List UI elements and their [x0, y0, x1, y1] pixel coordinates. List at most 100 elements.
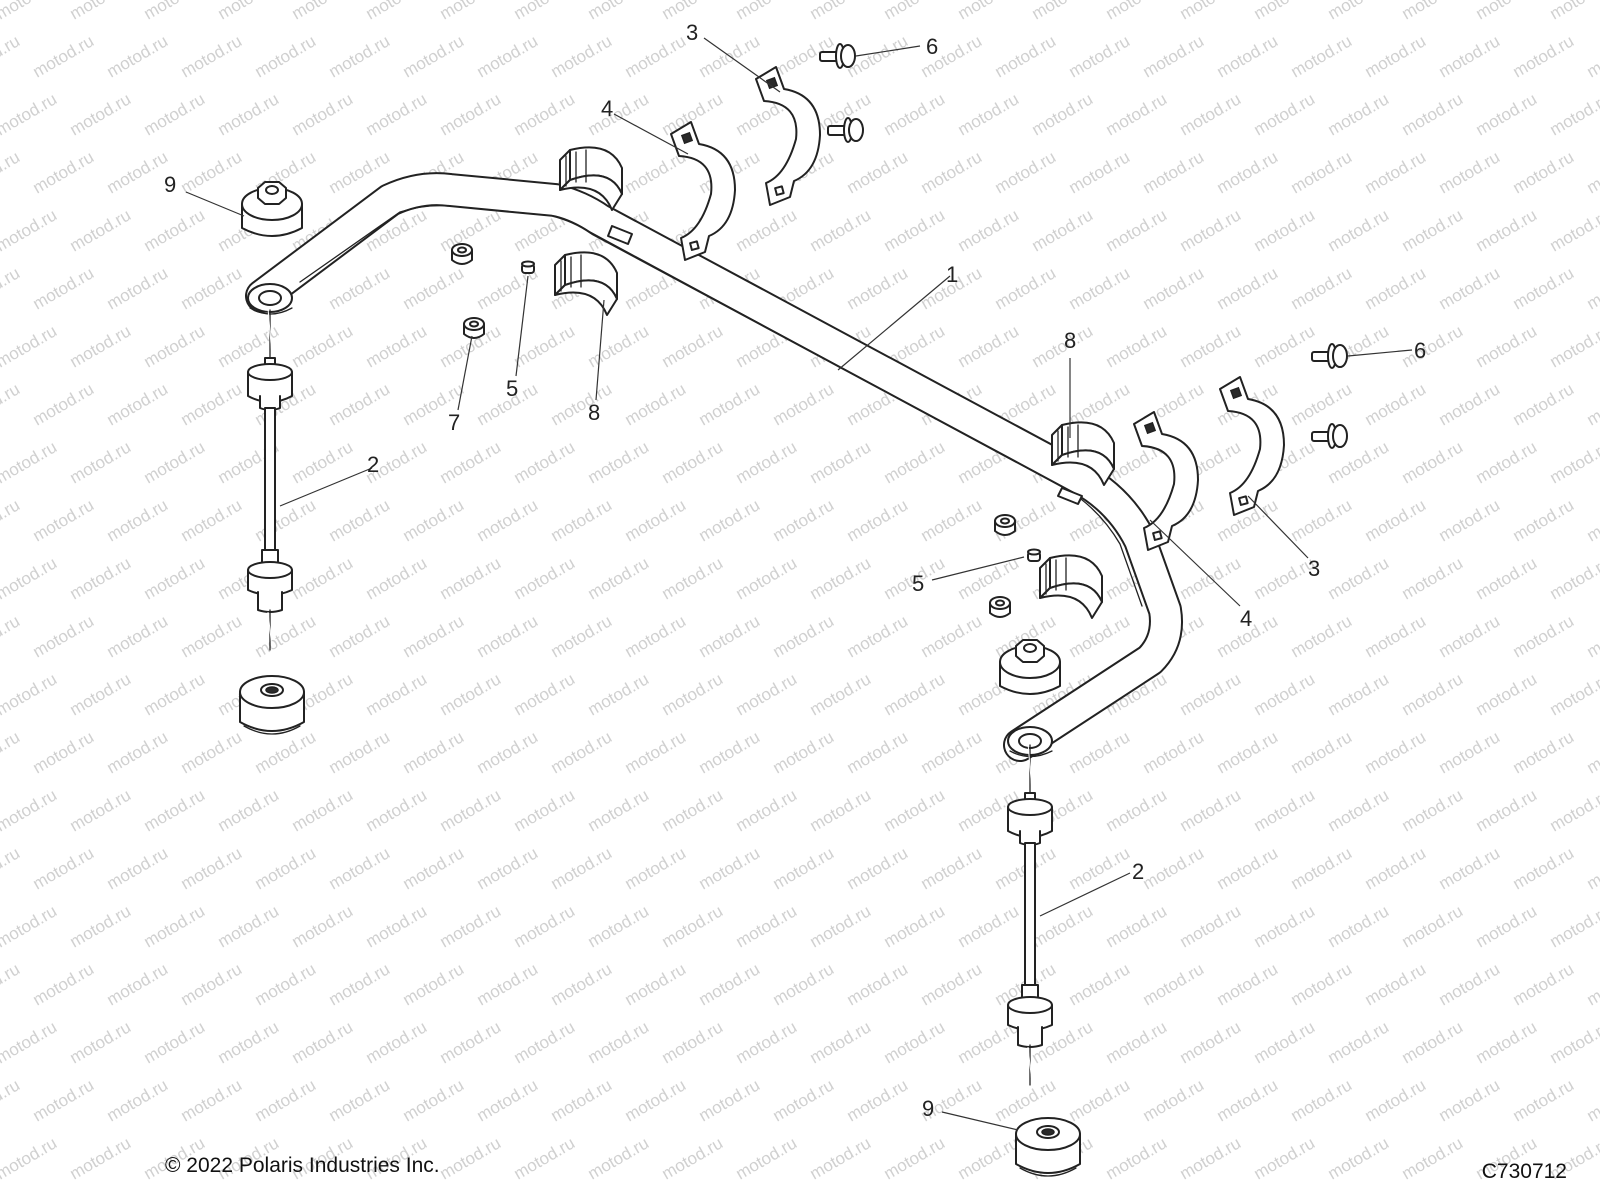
watermark-text: motod.ru [1103, 89, 1171, 139]
watermark-text: motod.ru [252, 727, 320, 777]
watermark-text: motod.ru [289, 437, 357, 487]
watermark-text: motod.ru [252, 843, 320, 893]
watermark-text: motod.ru [1362, 495, 1430, 545]
watermark-text: motod.ru [1510, 959, 1578, 1009]
watermark-text: motod.ru [770, 1075, 838, 1125]
watermark-text: motod.ru [104, 31, 172, 81]
watermark-text: motod.ru [1177, 0, 1245, 23]
watermark-text: motod.ru [622, 843, 690, 893]
watermark-text: motod.ru [1362, 1075, 1430, 1125]
watermark-text: motod.ru [770, 379, 838, 429]
watermark-text: motod.ru [1473, 1017, 1541, 1067]
watermark-text: motod.ru [1251, 205, 1319, 255]
watermark-text: motod.ru [1436, 727, 1504, 777]
watermark-text: motod.ru [363, 785, 431, 835]
watermark-text: motod.ru [1436, 959, 1504, 1009]
watermark-text: motod.ru [400, 31, 468, 81]
copyright-text: © 2022 Polaris Industries Inc. [165, 1154, 440, 1177]
watermark-text: motod.ru [1325, 1133, 1393, 1183]
watermark-text: motod.ru [696, 843, 764, 893]
watermark-text: motod.ru [1214, 147, 1282, 197]
watermark-text: motod.ru [1066, 31, 1134, 81]
watermark-text: motod.ru [659, 901, 727, 951]
watermark-text: motod.ru [1288, 147, 1356, 197]
callout-8-right: 8 [1064, 328, 1076, 353]
watermark-text: motod.ru [30, 379, 98, 429]
watermark-text: motod.ru [622, 1075, 690, 1125]
watermark-text: motod.ru [1177, 553, 1245, 603]
watermark-text: motod.ru [696, 495, 764, 545]
watermark-text: motod.ru [0, 379, 23, 429]
watermark-text: motod.ru [1288, 1075, 1356, 1125]
watermark-text: motod.ru [585, 553, 653, 603]
watermark-text: motod.ru [1436, 31, 1504, 81]
watermark-text: motod.ru [0, 205, 60, 255]
watermark-text: motod.ru [0, 321, 60, 371]
watermark-text: motod.ru [178, 611, 246, 661]
watermark-text: motod.ru [955, 0, 1023, 23]
watermark-text: motod.ru [585, 1017, 653, 1067]
watermark-text: motod.ru [0, 0, 60, 23]
watermark-text: motod.ru [1103, 1133, 1171, 1183]
watermark-text: motod.ru [733, 901, 801, 951]
watermark-text: motod.ru [178, 959, 246, 1009]
watermark-text: motod.ru [807, 553, 875, 603]
watermark-text: motod.ru [844, 959, 912, 1009]
watermark-text: motod.ru [1029, 0, 1097, 23]
watermark-text: motod.ru [474, 959, 542, 1009]
watermark-text: motod.ru [474, 31, 542, 81]
watermark-text: motod.ru [1473, 437, 1541, 487]
watermark-text: motod.ru [400, 727, 468, 777]
nut-right-lower [989, 596, 1011, 618]
watermark-text: motod.ru [844, 147, 912, 197]
watermark-text: motod.ru [511, 1133, 579, 1183]
watermark-text: motod.ru [1510, 1075, 1578, 1125]
callout-6-right: 6 [1414, 338, 1426, 363]
watermark-text: motod.ru [1473, 901, 1541, 951]
watermark-text: motod.ru [807, 1017, 875, 1067]
watermark-text: motod.ru [918, 727, 986, 777]
watermark-text: motod.ru [437, 0, 505, 23]
watermark-text: motod.ru [1103, 321, 1171, 371]
watermark-text: motod.ru [585, 669, 653, 719]
watermark-text: motod.ru [881, 1017, 949, 1067]
watermark-text: motod.ru [1066, 147, 1134, 197]
watermark-text: motod.ru [0, 843, 23, 893]
watermark-text: motod.ru [733, 553, 801, 603]
watermark-text: motod.ru [548, 727, 616, 777]
watermark-text: motod.ru [1584, 379, 1600, 429]
watermark-text: motod.ru [178, 727, 246, 777]
nut-right-upper [994, 514, 1016, 536]
watermark-text: motod.ru [1251, 901, 1319, 951]
watermark-text: motod.ru [659, 785, 727, 835]
watermark-text: motod.ru [437, 89, 505, 139]
watermark-text: motod.ru [881, 669, 949, 719]
bolt-right-2 [1311, 423, 1348, 449]
watermark-text: motod.ru [1103, 1017, 1171, 1067]
watermark-text: motod.ru [659, 553, 727, 603]
watermark-text: motod.ru [1399, 0, 1467, 23]
watermark-text: motod.ru [1325, 205, 1393, 255]
watermark-text: motod.ru [1510, 495, 1578, 545]
watermark-text: motod.ru [511, 0, 579, 23]
callout-labels: 1 2 2 3 3 4 4 5 5 6 6 7 8 8 9 9 [164, 20, 1426, 1121]
watermark-text: motod.ru [30, 1075, 98, 1125]
watermark-text: motod.ru [659, 437, 727, 487]
watermark-text: motod.ru [548, 611, 616, 661]
watermark-text: motod.ru [696, 959, 764, 1009]
callout-5-left: 5 [506, 376, 518, 401]
watermark-text: motod.ru [1436, 843, 1504, 893]
watermark-text: motod.ru [1547, 321, 1600, 371]
watermark-text: motod.ru [1436, 611, 1504, 661]
watermark-text: motod.ru [437, 1133, 505, 1183]
watermark-text: motod.ru [1325, 553, 1393, 603]
watermark-text: motod.ru [1288, 843, 1356, 893]
clamp-inner-right [1133, 411, 1199, 551]
watermark-text: motod.ru [881, 785, 949, 835]
watermark-text: motod.ru [400, 611, 468, 661]
callout-1: 1 [946, 262, 958, 287]
watermark-text: motod.ru [1029, 901, 1097, 951]
watermark-text: motod.ru [1510, 379, 1578, 429]
watermark-text: motod.ru [1436, 147, 1504, 197]
